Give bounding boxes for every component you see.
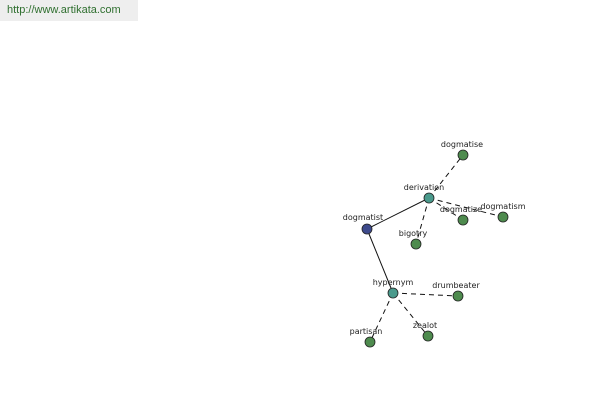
edge-hypernym-zealot	[392, 292, 429, 337]
label-bigotry: bigotry	[399, 229, 428, 238]
node-hypernym[interactable]	[387, 287, 399, 299]
node-drumbeater[interactable]	[452, 290, 464, 302]
node-dogmatize[interactable]	[457, 214, 469, 226]
edge-derivation-dogmatize	[428, 197, 464, 221]
node-zealot[interactable]	[422, 330, 434, 342]
edge-derivation-bigotry	[415, 197, 430, 245]
label-drumbeater: drumbeater	[432, 281, 480, 290]
label-derivation: derivation	[404, 183, 444, 192]
edge-hypernym-partisan	[369, 292, 394, 343]
site-url-link[interactable]: http://www.artikata.com	[7, 4, 121, 16]
node-partisan[interactable]	[364, 336, 376, 348]
edges	[366, 154, 504, 343]
label-dogmatise: dogmatise	[441, 140, 483, 149]
label-zealot: zealot	[413, 321, 437, 330]
node-bigotry[interactable]	[410, 238, 422, 250]
edge-root-hypernym	[366, 228, 394, 294]
label-partisan: partisan	[350, 327, 383, 336]
node-dogmatism[interactable]	[497, 211, 509, 223]
node-dogmatise[interactable]	[457, 149, 469, 161]
edge-root-derivation	[366, 197, 430, 230]
edge-hypernym-drumbeater	[392, 292, 459, 297]
label-dogmatism: dogmatism	[480, 202, 525, 211]
node-dogmatist[interactable]	[361, 223, 373, 235]
edge-derivation-dogmatise	[428, 154, 464, 199]
edge-derivation-dogmatism	[428, 197, 504, 218]
url-bar: http://www.artikata.com	[0, 0, 138, 21]
nodes	[361, 149, 509, 348]
label-dogmatize: dogmatize	[440, 205, 482, 214]
labels: dogmatise derivation dogmatize dogmatism…	[343, 140, 526, 336]
label-hypernym: hypernym	[373, 278, 414, 287]
label-dogmatist: dogmatist	[343, 213, 383, 222]
node-derivation[interactable]	[423, 192, 435, 204]
